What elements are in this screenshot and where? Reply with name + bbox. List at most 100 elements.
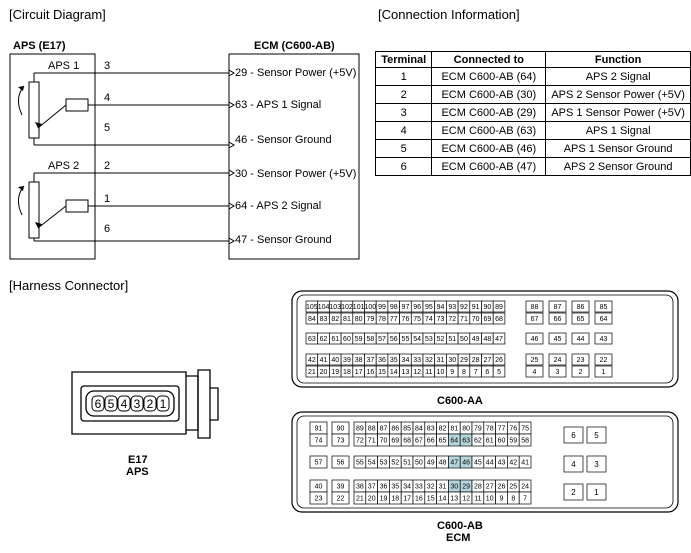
c600-aa-pin: 16 bbox=[366, 369, 374, 376]
c600-ab-pin: 61 bbox=[486, 438, 494, 445]
table-row: 4 ECM C600-AB (63) APS 1 Signal bbox=[374, 121, 691, 140]
c600-ab-pin-cell bbox=[586, 455, 607, 473]
c600-aa-pin: 80 bbox=[355, 316, 363, 323]
c600-ab-pin: 52 bbox=[391, 460, 399, 467]
table-row: 2 ECM C600-AB (30) APS 2 Sensor Power (+… bbox=[374, 85, 691, 104]
c600-aa-pin: 28 bbox=[472, 357, 480, 364]
aps-pin-label: 3 bbox=[104, 60, 111, 72]
table-cell: 6 bbox=[374, 157, 433, 176]
c600-ab-pin: 39 bbox=[337, 484, 345, 491]
table-cell: ECM C600-AB (29) bbox=[431, 103, 547, 122]
c600-ab-pin: 25 bbox=[509, 484, 517, 491]
table-cell: 5 bbox=[374, 139, 433, 158]
c600-ab-pin: 40 bbox=[315, 484, 323, 491]
c600-aa-pin: 40 bbox=[331, 357, 339, 364]
c600-aa-pin: 23 bbox=[577, 357, 585, 364]
table-row: 3 ECM C600-AB (29) APS 1 Sensor Power (+… bbox=[374, 103, 691, 122]
c600-aa-pin: 49 bbox=[472, 336, 480, 343]
c600-aa-pin-cell bbox=[548, 353, 567, 366]
c600-aa-pin: 46 bbox=[531, 336, 539, 343]
c600-ab-pin: 45 bbox=[474, 460, 482, 467]
table-cell: 1 bbox=[374, 67, 433, 86]
c600-aa-pin: 27 bbox=[483, 357, 491, 364]
c600-aa-pin: 21 bbox=[308, 369, 316, 376]
c600-aa-pin-cell bbox=[548, 312, 567, 325]
e17-pin-cell bbox=[143, 395, 157, 412]
c600-aa-pin: 13 bbox=[402, 369, 410, 376]
e17-pin: 6 bbox=[95, 397, 102, 411]
c600-aa-caption: C600-AA bbox=[437, 395, 483, 407]
c600-ab-pin: 82 bbox=[439, 426, 447, 433]
c600-ab-pin: 15 bbox=[427, 496, 435, 503]
c600-ab-pin: 14 bbox=[439, 496, 447, 503]
c600-aa-pin: 50 bbox=[460, 336, 468, 343]
c600-ab-pin: 38 bbox=[356, 484, 364, 491]
c600-ab-pin: 58 bbox=[521, 438, 529, 445]
c600-aa-pin-cell bbox=[594, 312, 613, 325]
e17-pin-cell bbox=[130, 395, 144, 412]
c600-aa-pin-cell bbox=[548, 365, 567, 378]
e17-pin: 4 bbox=[121, 397, 128, 411]
c600-aa-pin: 78 bbox=[378, 316, 386, 323]
c600-aa-pin: 7 bbox=[474, 369, 478, 376]
harness-connector-heading: [Harness Connector] bbox=[9, 278, 129, 293]
c600-aa-pin-cell bbox=[571, 365, 590, 378]
c600-aa-pin: 98 bbox=[390, 304, 398, 311]
c600-aa-pin-cell bbox=[594, 300, 613, 313]
c600-aa-pin: 100 bbox=[365, 304, 377, 311]
c600-aa-pin: 95 bbox=[425, 304, 433, 311]
c600-aa-pin: 68 bbox=[495, 316, 503, 323]
c600-aa-pin: 99 bbox=[378, 304, 386, 311]
c600-ab-pin: 41 bbox=[521, 460, 529, 467]
c600-aa-pin: 90 bbox=[483, 304, 491, 311]
c600-aa-pin: 8 bbox=[462, 369, 466, 376]
column-header: Connected to bbox=[431, 51, 547, 68]
c600-aa-pin: 15 bbox=[378, 369, 386, 376]
c600-aa-pin: 89 bbox=[495, 304, 503, 311]
aps-pin-label: 6 bbox=[104, 223, 111, 235]
c600-aa-pin: 71 bbox=[460, 316, 468, 323]
table-cell: ECM C600-AB (46) bbox=[431, 139, 547, 158]
c600-aa-pin: 39 bbox=[343, 357, 351, 364]
ecm-pin-label: 63 - APS 1 Signal bbox=[235, 99, 322, 111]
c600-aa-pin-cell bbox=[594, 353, 613, 366]
c600-aa-pin-cell bbox=[571, 300, 590, 313]
c600-ab-pin: 28 bbox=[474, 484, 482, 491]
c600-aa-pin: 30 bbox=[448, 357, 456, 364]
c600-aa-pin: 44 bbox=[577, 336, 585, 343]
c600-aa-pin: 97 bbox=[402, 304, 410, 311]
c600-aa-pin: 52 bbox=[437, 336, 445, 343]
e17-pin-cell bbox=[104, 395, 118, 412]
c600-ab-pin-cell bbox=[518, 433, 532, 447]
c600-ab-pin: 29 bbox=[462, 484, 470, 491]
c600-ab-pin: 72 bbox=[356, 438, 364, 445]
c600-aa-pin: 4 bbox=[533, 369, 537, 376]
e17-pin-cell bbox=[117, 395, 131, 412]
c600-ab-pin: 3 bbox=[594, 460, 599, 469]
table-cell: APS 2 Sensor Power (+5V) bbox=[545, 85, 691, 104]
table-cell: ECM C600-AB (30) bbox=[431, 85, 547, 104]
c600-ab-caption: C600-AB bbox=[437, 520, 483, 532]
c600-ab-pin: 54 bbox=[368, 460, 376, 467]
c600-aa-pin: 43 bbox=[600, 336, 608, 343]
c600-aa-pin-cell bbox=[492, 300, 506, 313]
c600-ab-pin: 47 bbox=[450, 460, 458, 467]
c600-aa-pin: 75 bbox=[413, 316, 421, 323]
table-cell: APS 2 Signal bbox=[545, 67, 691, 86]
c600-aa-pin: 91 bbox=[472, 304, 480, 311]
c600-ab-pin: 68 bbox=[403, 438, 411, 445]
c600-ab-pin-cell bbox=[518, 455, 532, 469]
c600-ab-pin: 84 bbox=[415, 426, 423, 433]
c600-ab-pin: 42 bbox=[509, 460, 517, 467]
aps1-label: APS 1 bbox=[48, 60, 80, 72]
c600-aa-pin: 101 bbox=[353, 304, 365, 311]
c600-ab-pin: 4 bbox=[571, 460, 576, 469]
c600-ab-pin: 89 bbox=[356, 426, 364, 433]
table-cell: ECM C600-AB (47) bbox=[431, 157, 547, 176]
c600-ab-pin: 71 bbox=[368, 438, 376, 445]
c600-ab-pin: 75 bbox=[521, 426, 529, 433]
table-cell: 3 bbox=[374, 103, 433, 122]
c600-aa-pin: 35 bbox=[390, 357, 398, 364]
c600-ab-pin-cell bbox=[563, 455, 584, 473]
